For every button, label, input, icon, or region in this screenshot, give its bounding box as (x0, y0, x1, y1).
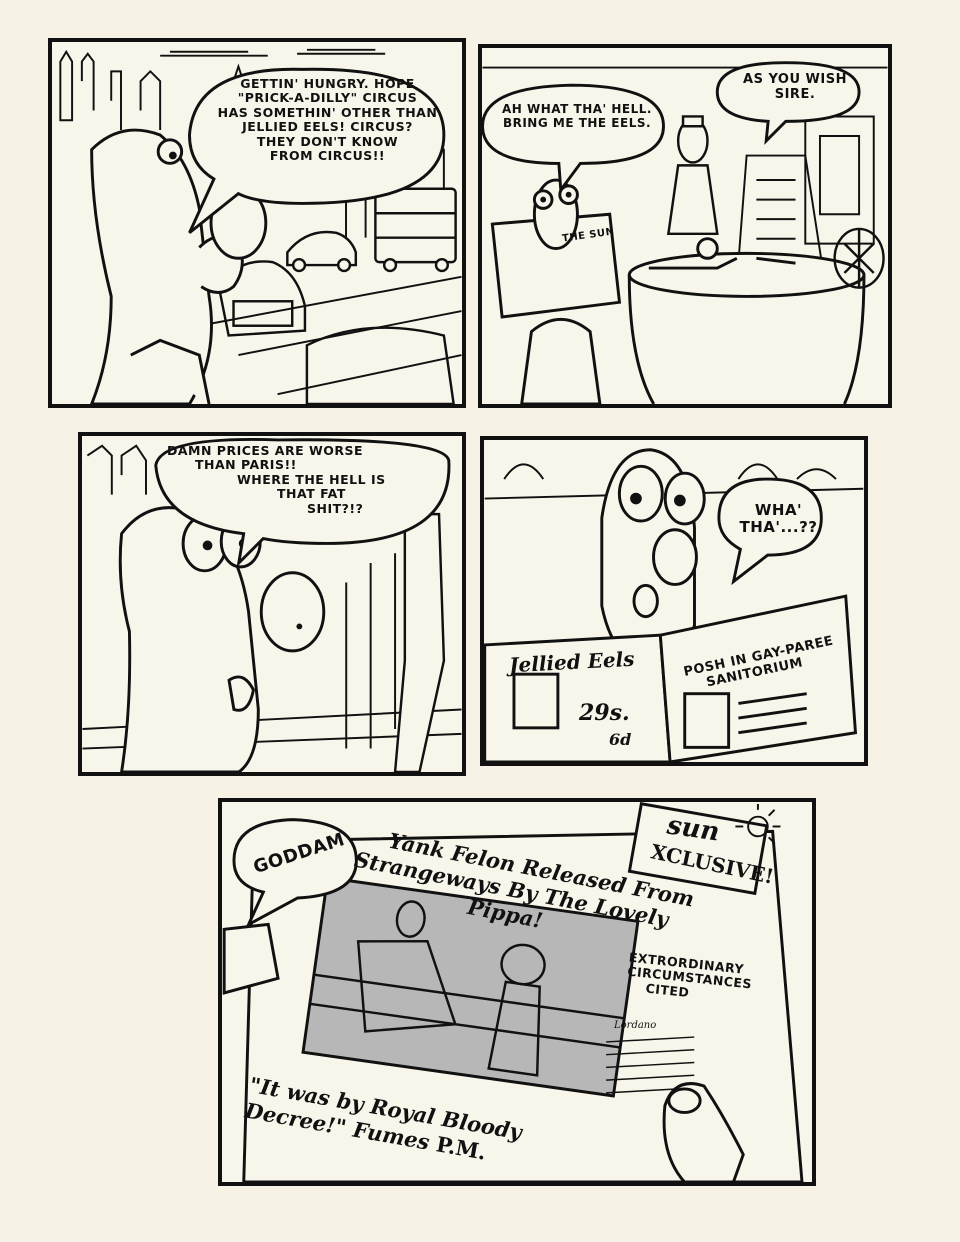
price-pence: 6d (609, 730, 632, 749)
speech-bubble-right-text: AS YOU WISH SIRE. (743, 72, 847, 102)
panel-4: WHA' THA'...?? Jellied Eels 29s. 6d POSH… (480, 436, 868, 766)
price-shillings: 29s. (579, 700, 630, 726)
panel-4-art (484, 448, 864, 762)
panel-1: GETTIN' HUNGRY. HOPE "PRICK-A-DILLY" CIR… (48, 38, 466, 408)
speech-bubble-text: GETTIN' HUNGRY. HOPE "PRICK-A-DILLY" CIR… (217, 76, 438, 163)
panel-2: AH WHAT THA' HELL. BRING ME THE EELS. AS… (478, 44, 892, 408)
panel-5: GODDAM sun XCLUSIVE! Yank Felon Released… (218, 798, 816, 1186)
panel-5-art (222, 802, 804, 1182)
speech-bubble-text: DAMN PRICES ARE WORSE THAN PARIS!! WHERE… (167, 443, 386, 516)
panel-3: DAMN PRICES ARE WORSE THAN PARIS!! WHERE… (78, 432, 466, 776)
panel-2-art (482, 61, 888, 404)
panel-3-art (82, 438, 462, 772)
speech-bubble-text: WHA' THA'...?? (739, 501, 818, 537)
byline: Lordano (614, 1020, 657, 1031)
speech-bubble-left-text: AH WHAT THA' HELL. BRING ME THE EELS. (502, 102, 652, 130)
panel-1-art (59, 48, 462, 404)
